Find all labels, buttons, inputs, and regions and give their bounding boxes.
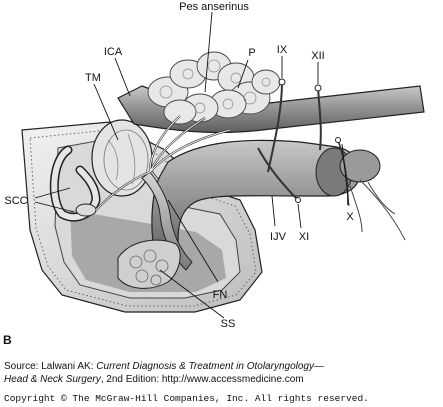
source-title-line1: Current Diagnosis & Treatment in Otolary… [96,361,324,372]
label-fn: FN [213,289,228,301]
cn-xii-root [314,84,322,92]
sigmoid-sinus [117,239,181,289]
source-suffix: , 2nd Edition: http://www.accessmedicine… [100,373,304,385]
parotid-lobules [147,51,281,125]
label-ix: IX [277,44,288,56]
label-scc: SCC [4,195,27,207]
label-ica: ICA [104,46,123,58]
panel-letter: B [3,333,12,347]
cranial-nerve-ix [267,81,283,173]
source-prefix: Source: Lalwani AK: [4,361,97,372]
label-p: P [248,47,255,59]
label-ss: SS [221,318,236,330]
source-title-line2: Head & Neck Surgery [4,373,101,385]
label-ijv: IJV [270,231,287,243]
cn-xi-end [295,197,301,203]
label-x: X [346,211,354,223]
cranial-nerve-xii [317,87,322,151]
source-citation: Source: Lalwani AK: Current Diagnosis & … [4,361,440,386]
label-pes-anserinus: Pes anserinus [179,1,249,13]
tympanic-membrane [91,119,153,197]
label-xii: XII [311,50,324,62]
cranial-nerve-xi [257,147,299,201]
label-tm: TM [85,72,101,84]
lower-vessel-strands [349,179,406,241]
anatomy-illustration: Pes anserinus ICA P IX XII TM SCC X XI I… [4,1,425,330]
cn-x-root [335,137,341,143]
cn-ix-root [278,78,286,86]
facial-nerve [141,171,193,271]
scc-ampulla [75,203,97,217]
label-xi: XI [299,231,309,243]
leader-lines [34,11,350,319]
copyright-notice: Copyright © The McGraw-Hill Companies, I… [4,393,369,404]
